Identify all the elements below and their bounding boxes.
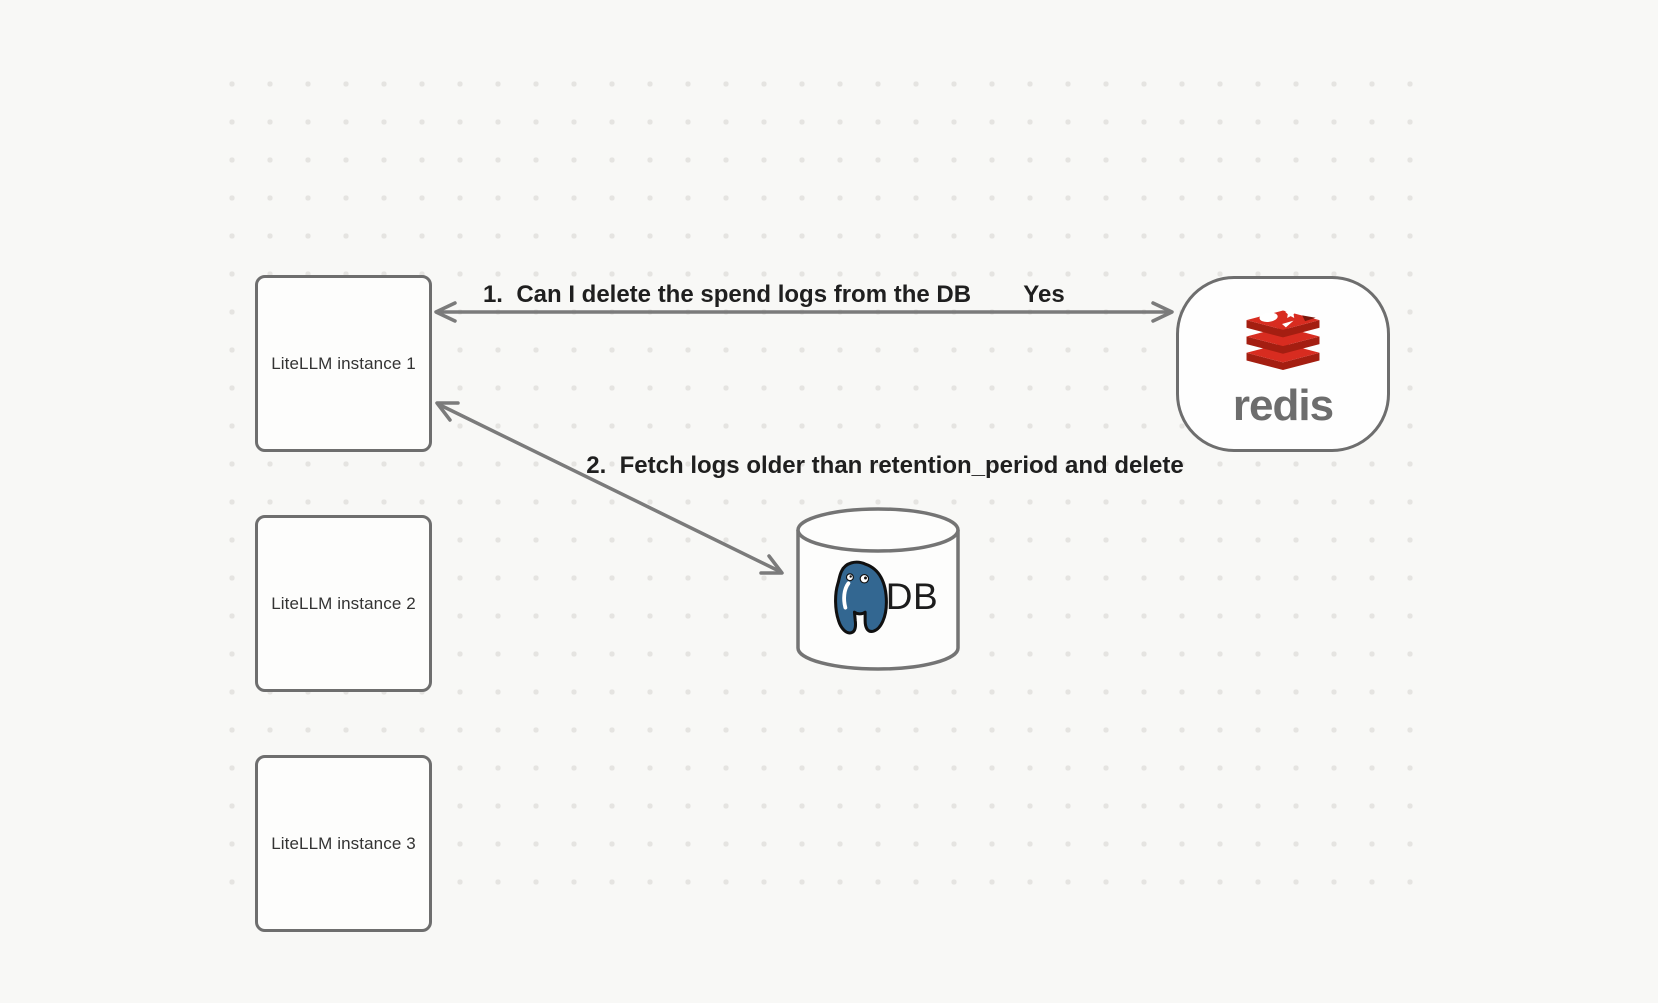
node-label: LiteLLM instance 3 (271, 833, 416, 853)
node-redis[interactable]: redis (1176, 276, 1390, 452)
node-litellm-instance-2[interactable]: LiteLLM instance 2 (255, 515, 432, 692)
postgresql-icon (833, 560, 888, 635)
redis-logo-icon (1246, 307, 1320, 371)
db-cylinder-content: DB (795, 552, 961, 642)
db-node-label: DB (885, 576, 939, 617)
node-litellm-instance-1[interactable]: LiteLLM instance 1 (255, 275, 432, 452)
node-litellm-instance-3[interactable]: LiteLLM instance 3 (255, 755, 432, 932)
node-label: LiteLLM instance 2 (271, 593, 416, 613)
redis-wordmark: redis (1232, 381, 1334, 431)
arrow-1-label: 1. Can I delete the spend logs from the … (482, 281, 972, 308)
node-label: LiteLLM instance 1 (271, 353, 416, 373)
arrow-2-label: 2. Fetch logs older than retention_perio… (586, 452, 1184, 479)
arrow-1-answer-label: Yes (1023, 281, 1065, 308)
